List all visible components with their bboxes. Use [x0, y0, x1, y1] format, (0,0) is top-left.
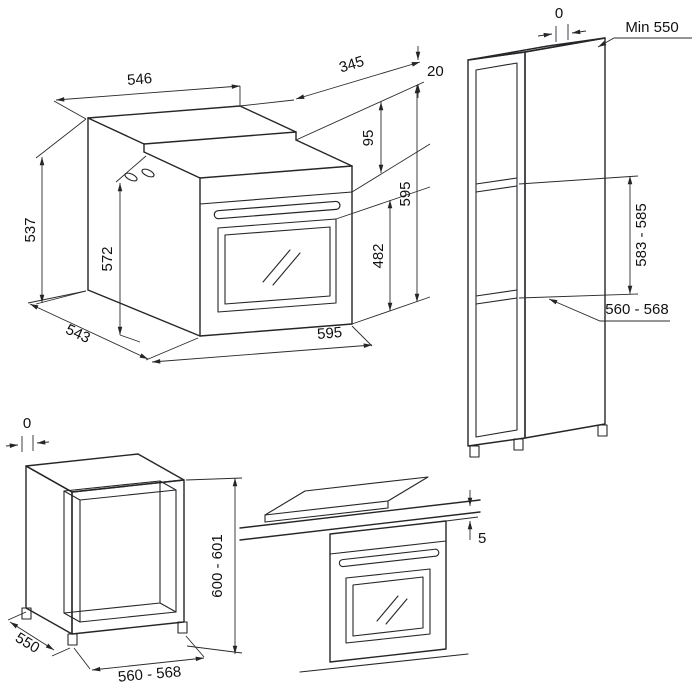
dim-label-tall-unit-niche-width: 560 - 568	[605, 301, 668, 318]
glass-shine-icon	[262, 249, 301, 286]
dim-label-oven-overall-width: 595	[317, 324, 343, 343]
glass-shine-icon	[376, 595, 408, 625]
dim-label-tall-unit-niche-height: 583 - 585	[633, 203, 650, 266]
tall-unit-feet	[469, 424, 608, 458]
dim-label-oven-cavity-height: 572	[99, 246, 116, 271]
oven-isometric-view: 546 345 20 95 482 595 537 572	[22, 46, 444, 364]
dim-label-oven-overall-height: 595	[397, 181, 414, 206]
dim-label-base-unit-width: 560 - 568	[117, 663, 182, 685]
cooktop	[264, 476, 429, 523]
dim-label-base-unit-top-gap: 0	[23, 415, 31, 432]
undercounter-oven-door-glass	[352, 576, 424, 637]
dim-label-tall-unit-min-depth: Min 550	[625, 19, 678, 36]
dim-label-oven-fascia-height: 95	[360, 130, 377, 147]
oven-door-glass	[224, 226, 331, 305]
tall-unit-body	[467, 37, 606, 447]
dim-label-oven-side-height: 537	[22, 217, 39, 242]
tall-unit-view: 0 Min 550 583 - 585 560 - 568	[467, 5, 692, 458]
control-panel-line	[199, 191, 353, 205]
undercounter-oven-door	[345, 568, 431, 644]
dim-label-oven-top-clearance: 20	[427, 63, 444, 80]
oven-handle	[213, 200, 341, 220]
worktop-view: 5	[239, 476, 486, 673]
dim-label-oven-top-depth: 345	[337, 53, 366, 77]
worktop	[239, 499, 481, 541]
dim-label-oven-top-width: 546	[127, 70, 153, 89]
floor-line	[299, 653, 469, 673]
oven-door	[217, 218, 337, 313]
dim-label-oven-side-depth: 543	[63, 321, 93, 347]
undercounter-oven-handle	[338, 548, 440, 568]
undercounter-oven	[299, 520, 469, 673]
dim-label-base-unit-depth: 550	[12, 629, 42, 656]
base-unit-view: 0 600 - 601 550 560 - 568	[5, 415, 243, 686]
dim-label-base-unit-height: 600 - 601	[209, 534, 226, 597]
dim-label-worktop-clearance: 5	[478, 530, 486, 547]
base-unit-interior	[63, 480, 177, 623]
dim-label-tall-unit-top-gap: 0	[555, 5, 563, 22]
side-vent-slots-icon	[124, 168, 155, 182]
dim-label-oven-door-height: 482	[370, 243, 387, 268]
tall-unit-shelves	[475, 177, 518, 305]
